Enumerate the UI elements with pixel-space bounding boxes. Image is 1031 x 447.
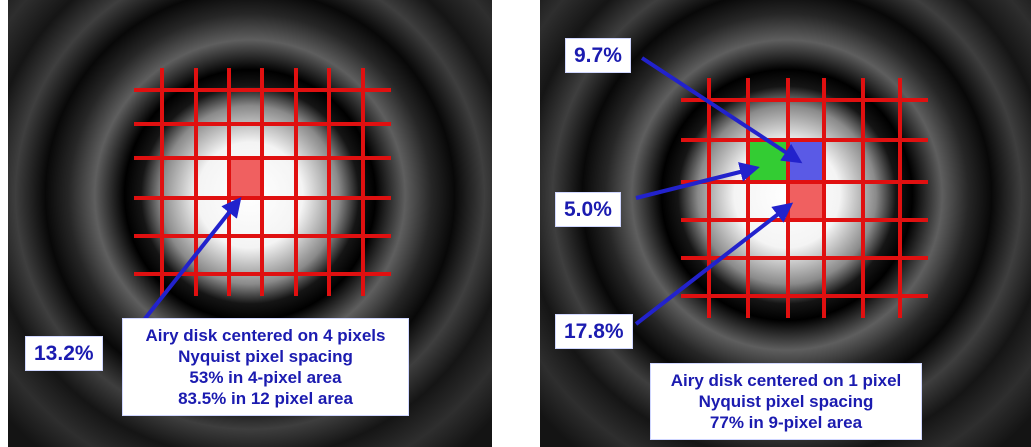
caption-line: Nyquist pixel spacing (178, 347, 353, 366)
arrow-to-center-pixel (634, 202, 794, 326)
percentage-label: 9.7% (565, 38, 631, 73)
arrow-to-side-pixel (635, 162, 760, 200)
arrow-to-corner-pixel (640, 56, 803, 164)
caption-box: Airy disk centered on 1 pixel Nyquist pi… (650, 363, 922, 440)
caption-line: 83.5% in 12 pixel area (178, 389, 353, 408)
percentage-label: 17.8% (555, 314, 633, 349)
caption-line: 53% in 4-pixel area (189, 368, 342, 387)
caption-line: Airy disk centered on 1 pixel (670, 371, 902, 390)
corner-pixel-highlight (790, 142, 822, 180)
pixel-grid (134, 68, 391, 296)
airy-disk-panel-4-pixels: 13.2% Airy disk centered on 4 pixels Nyq… (8, 0, 492, 447)
caption-line: 77% in 9-pixel area (709, 413, 863, 432)
caption-box: Airy disk centered on 4 pixels Nyquist p… (122, 318, 409, 416)
pixel-grid (681, 78, 928, 318)
center-pixel-highlight (231, 160, 260, 196)
arrow-to-center-pixel (134, 196, 242, 332)
airy-disk-panel-1-pixel: 9.7% 5.0% 17.8% Airy disk centered on 1 … (540, 0, 1031, 447)
percentage-label: 5.0% (555, 192, 621, 227)
caption-line: Nyquist pixel spacing (698, 392, 874, 411)
center-pixel-highlight (790, 184, 822, 218)
percentage-label: 13.2% (25, 336, 103, 371)
caption-line: Airy disk centered on 4 pixels (145, 326, 386, 345)
